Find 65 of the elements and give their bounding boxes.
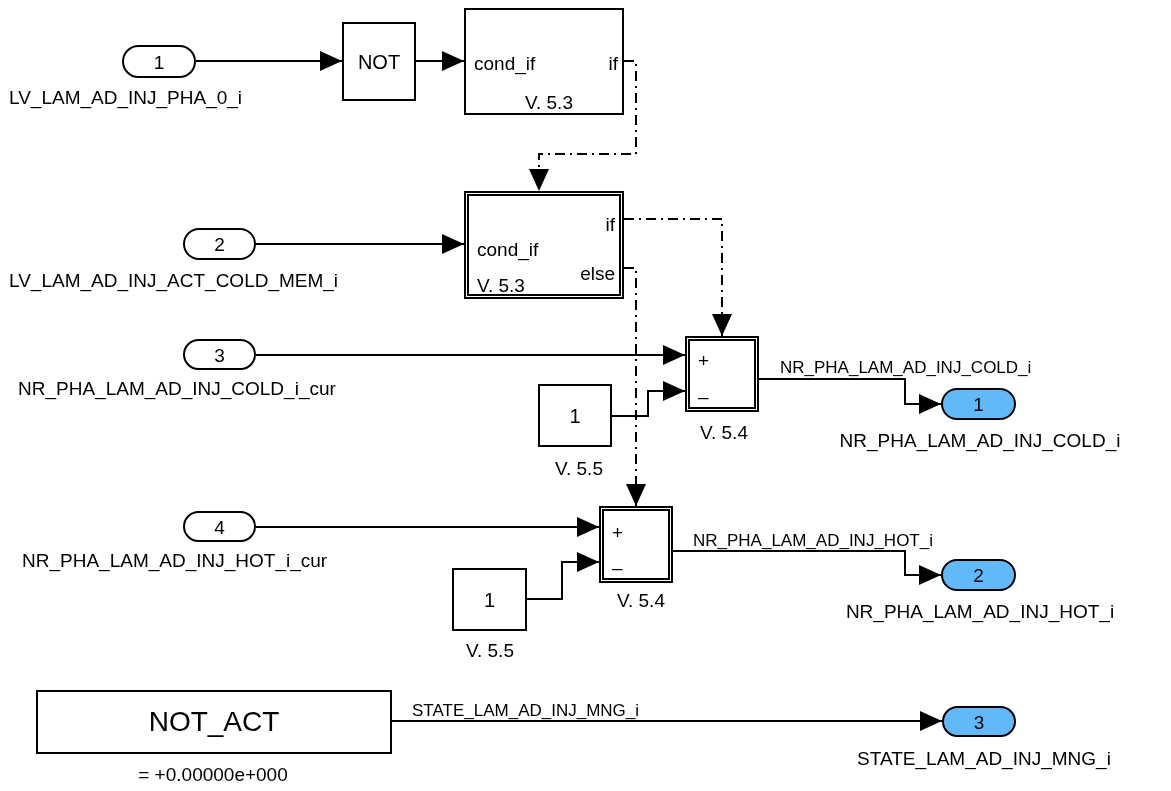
constant-block	[36, 690, 392, 754]
sum-block	[685, 336, 759, 412]
port-label: cond_if	[477, 239, 539, 259]
signal-line	[672, 550, 942, 585]
block-label: 2	[973, 565, 984, 585]
inport-block	[183, 339, 256, 370]
block-caption: NR_PHA_LAM_AD_INJ_COLD_i	[839, 430, 1121, 450]
port-label: V. 5.3	[525, 92, 573, 112]
port-label: cond_if	[474, 53, 536, 73]
signal-line	[526, 552, 600, 600]
block-caption: V. 5.5	[555, 458, 603, 478]
outport-block	[941, 559, 1016, 591]
port-label: V. 5.3	[477, 275, 525, 295]
function-block	[538, 384, 612, 447]
sign-label: –	[698, 386, 709, 406]
port-label: if	[608, 53, 618, 73]
block-caption: V. 5.4	[617, 590, 665, 610]
block-caption: LV_LAM_AD_INJ_ACT_COLD_MEM_i	[9, 270, 339, 290]
signal-line	[255, 234, 465, 254]
block-caption: V. 5.5	[466, 640, 514, 660]
sum-block	[599, 506, 673, 583]
signal-label: NR_PHA_LAM_AD_INJ_HOT_i	[692, 532, 934, 549]
signal-line	[255, 517, 600, 537]
block-label: 1	[483, 589, 496, 610]
block-caption: NR_PHA_LAM_AD_INJ_HOT_i	[845, 601, 1115, 621]
signal-line	[255, 345, 686, 365]
outport-block	[941, 388, 1016, 420]
function-block	[342, 22, 416, 101]
block-label: NOT	[357, 51, 401, 72]
inport-block	[122, 45, 196, 78]
port-label: if	[605, 214, 615, 234]
block-caption: = +0.00000e+000	[138, 764, 288, 784]
function-block	[452, 568, 527, 631]
outport-block	[942, 706, 1016, 737]
block-caption: LV_LAM_AD_INJ_PHA_0_i	[9, 87, 243, 107]
block-caption: V. 5.4	[700, 422, 748, 442]
signal-label: STATE_LAM_AD_INJ_MNG_i	[411, 702, 641, 719]
if-block	[464, 8, 624, 115]
signal-line	[611, 381, 686, 417]
sign-label: –	[612, 557, 623, 577]
block-caption: NR_PHA_LAM_AD_INJ_HOT_i_cur	[22, 550, 328, 570]
block-label: 1	[153, 52, 165, 71]
signal-line	[195, 51, 343, 71]
block-label: 1	[973, 394, 984, 414]
sign-label: +	[612, 522, 624, 542]
dash-dot-connector	[623, 267, 646, 507]
signal-line	[758, 378, 942, 414]
if-block	[464, 191, 624, 299]
block-label: 4	[214, 517, 225, 536]
signal-line	[415, 51, 465, 71]
inport-block	[183, 228, 256, 260]
block-caption: STATE_LAM_AD_INJ_MNG_i	[857, 748, 1111, 768]
sign-label: +	[698, 350, 710, 370]
dash-dot-connector	[623, 218, 732, 337]
dash-dot-connector	[529, 60, 637, 192]
signal-line	[391, 711, 943, 731]
block-label: NOT_ACT	[148, 708, 280, 736]
block-label: 3	[973, 712, 985, 731]
signal-label: NR_PHA_LAM_AD_INJ_COLD_i	[779, 359, 1033, 376]
block-label: 2	[214, 234, 225, 254]
block-label: 1	[569, 405, 581, 426]
block-label: 3	[214, 345, 225, 364]
port-label: else	[580, 263, 615, 283]
block-caption: NR_PHA_LAM_AD_INJ_COLD_i_cur	[18, 378, 336, 398]
inport-block	[183, 511, 256, 542]
